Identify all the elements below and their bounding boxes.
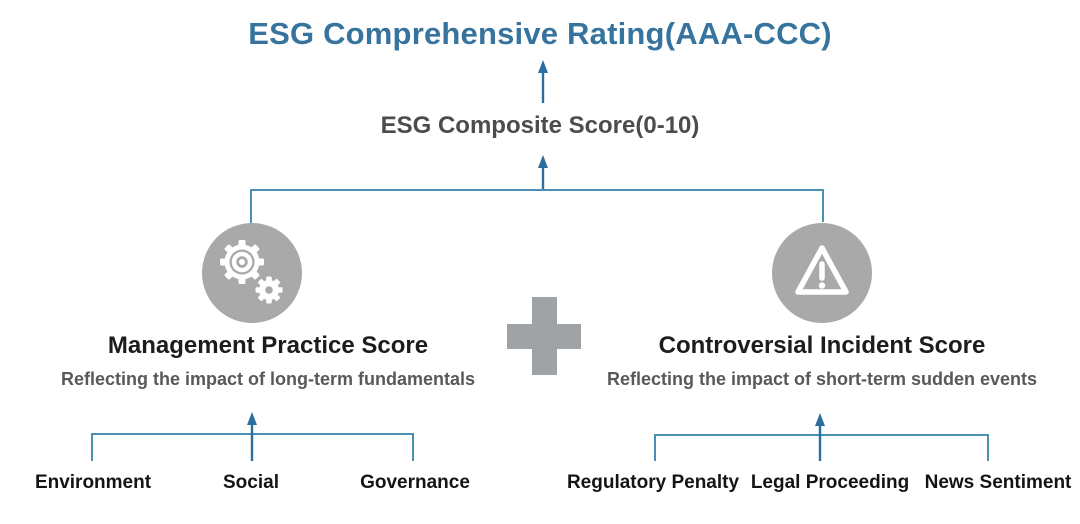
leaf-governance: Governance xyxy=(360,472,470,493)
controversial-incident-subtitle: Reflecting the impact of short-term sudd… xyxy=(606,369,1038,389)
management-practice-badge xyxy=(202,223,302,323)
page-title: ESG Comprehensive Rating(AAA-CCC) xyxy=(248,16,832,51)
leaf-regulatory-penalty: Regulatory Penalty xyxy=(566,472,740,493)
plus-icon xyxy=(505,297,583,375)
management-practice-subtitle: Reflecting the impact of long-term funda… xyxy=(60,369,476,389)
arrow-up-composite-to-rating-icon xyxy=(538,60,548,103)
arrow-up-esg-to-management-icon xyxy=(247,412,257,461)
leaf-legal-proceeding: Legal Proceeding xyxy=(750,472,910,493)
management-practice-block: Management Practice Score Reflecting the… xyxy=(26,332,510,390)
arrow-up-branches-to-composite-icon xyxy=(538,155,548,190)
leaf-environment: Environment xyxy=(34,472,152,493)
top-bracket-connector xyxy=(250,189,824,223)
controversial-incident-title: Controversial Incident Score xyxy=(658,332,986,359)
leaf-social: Social xyxy=(223,472,279,493)
warning-triangle-icon xyxy=(795,245,849,295)
gears-icon xyxy=(220,240,283,304)
arrow-up-sources-to-incident-icon xyxy=(815,413,825,461)
right-branch-bracket-connector xyxy=(654,434,989,461)
controversial-incident-block: Controversial Incident Score Reflecting … xyxy=(570,332,1074,390)
controversial-incident-badge xyxy=(772,223,872,323)
leaf-news-sentiment: News Sentiment xyxy=(924,472,1072,493)
composite-score-label: ESG Composite Score(0-10) xyxy=(380,112,700,139)
management-practice-title: Management Practice Score xyxy=(107,332,429,359)
